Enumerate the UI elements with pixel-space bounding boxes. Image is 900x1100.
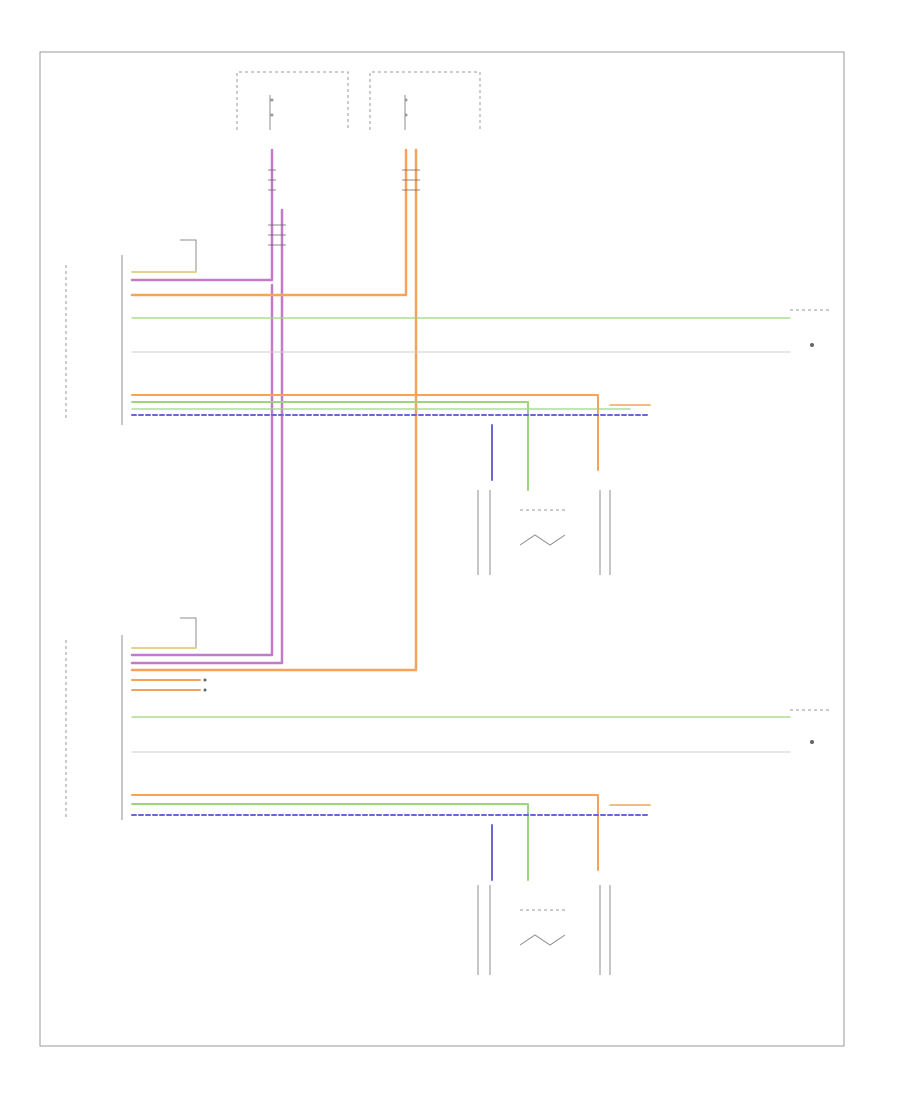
diagram-frame [39, 51, 845, 1047]
fuse-box-left [236, 71, 349, 130]
wire-orange-trunk-a [130, 148, 408, 297]
wire-orange-upper-bus [131, 394, 599, 471]
lower-right-components [203, 678, 830, 744]
upper-right-components [790, 309, 830, 347]
wire-purple-trunk-a [130, 148, 274, 282]
upper-switch-assembly [477, 490, 611, 575]
wire-orange-trunk-b [130, 148, 418, 672]
wire-green-lower-bus [131, 803, 529, 881]
wire-purple-trunk-c [130, 283, 274, 657]
wire-purple-trunk-b [130, 208, 284, 665]
wire-orange-lower-bus [131, 794, 599, 871]
lower-switch-assembly [477, 885, 611, 975]
connector-marks [268, 169, 420, 246]
fuse-box-right [369, 71, 481, 130]
wire-green-upper-bus [131, 401, 529, 491]
upper-module [65, 239, 197, 425]
